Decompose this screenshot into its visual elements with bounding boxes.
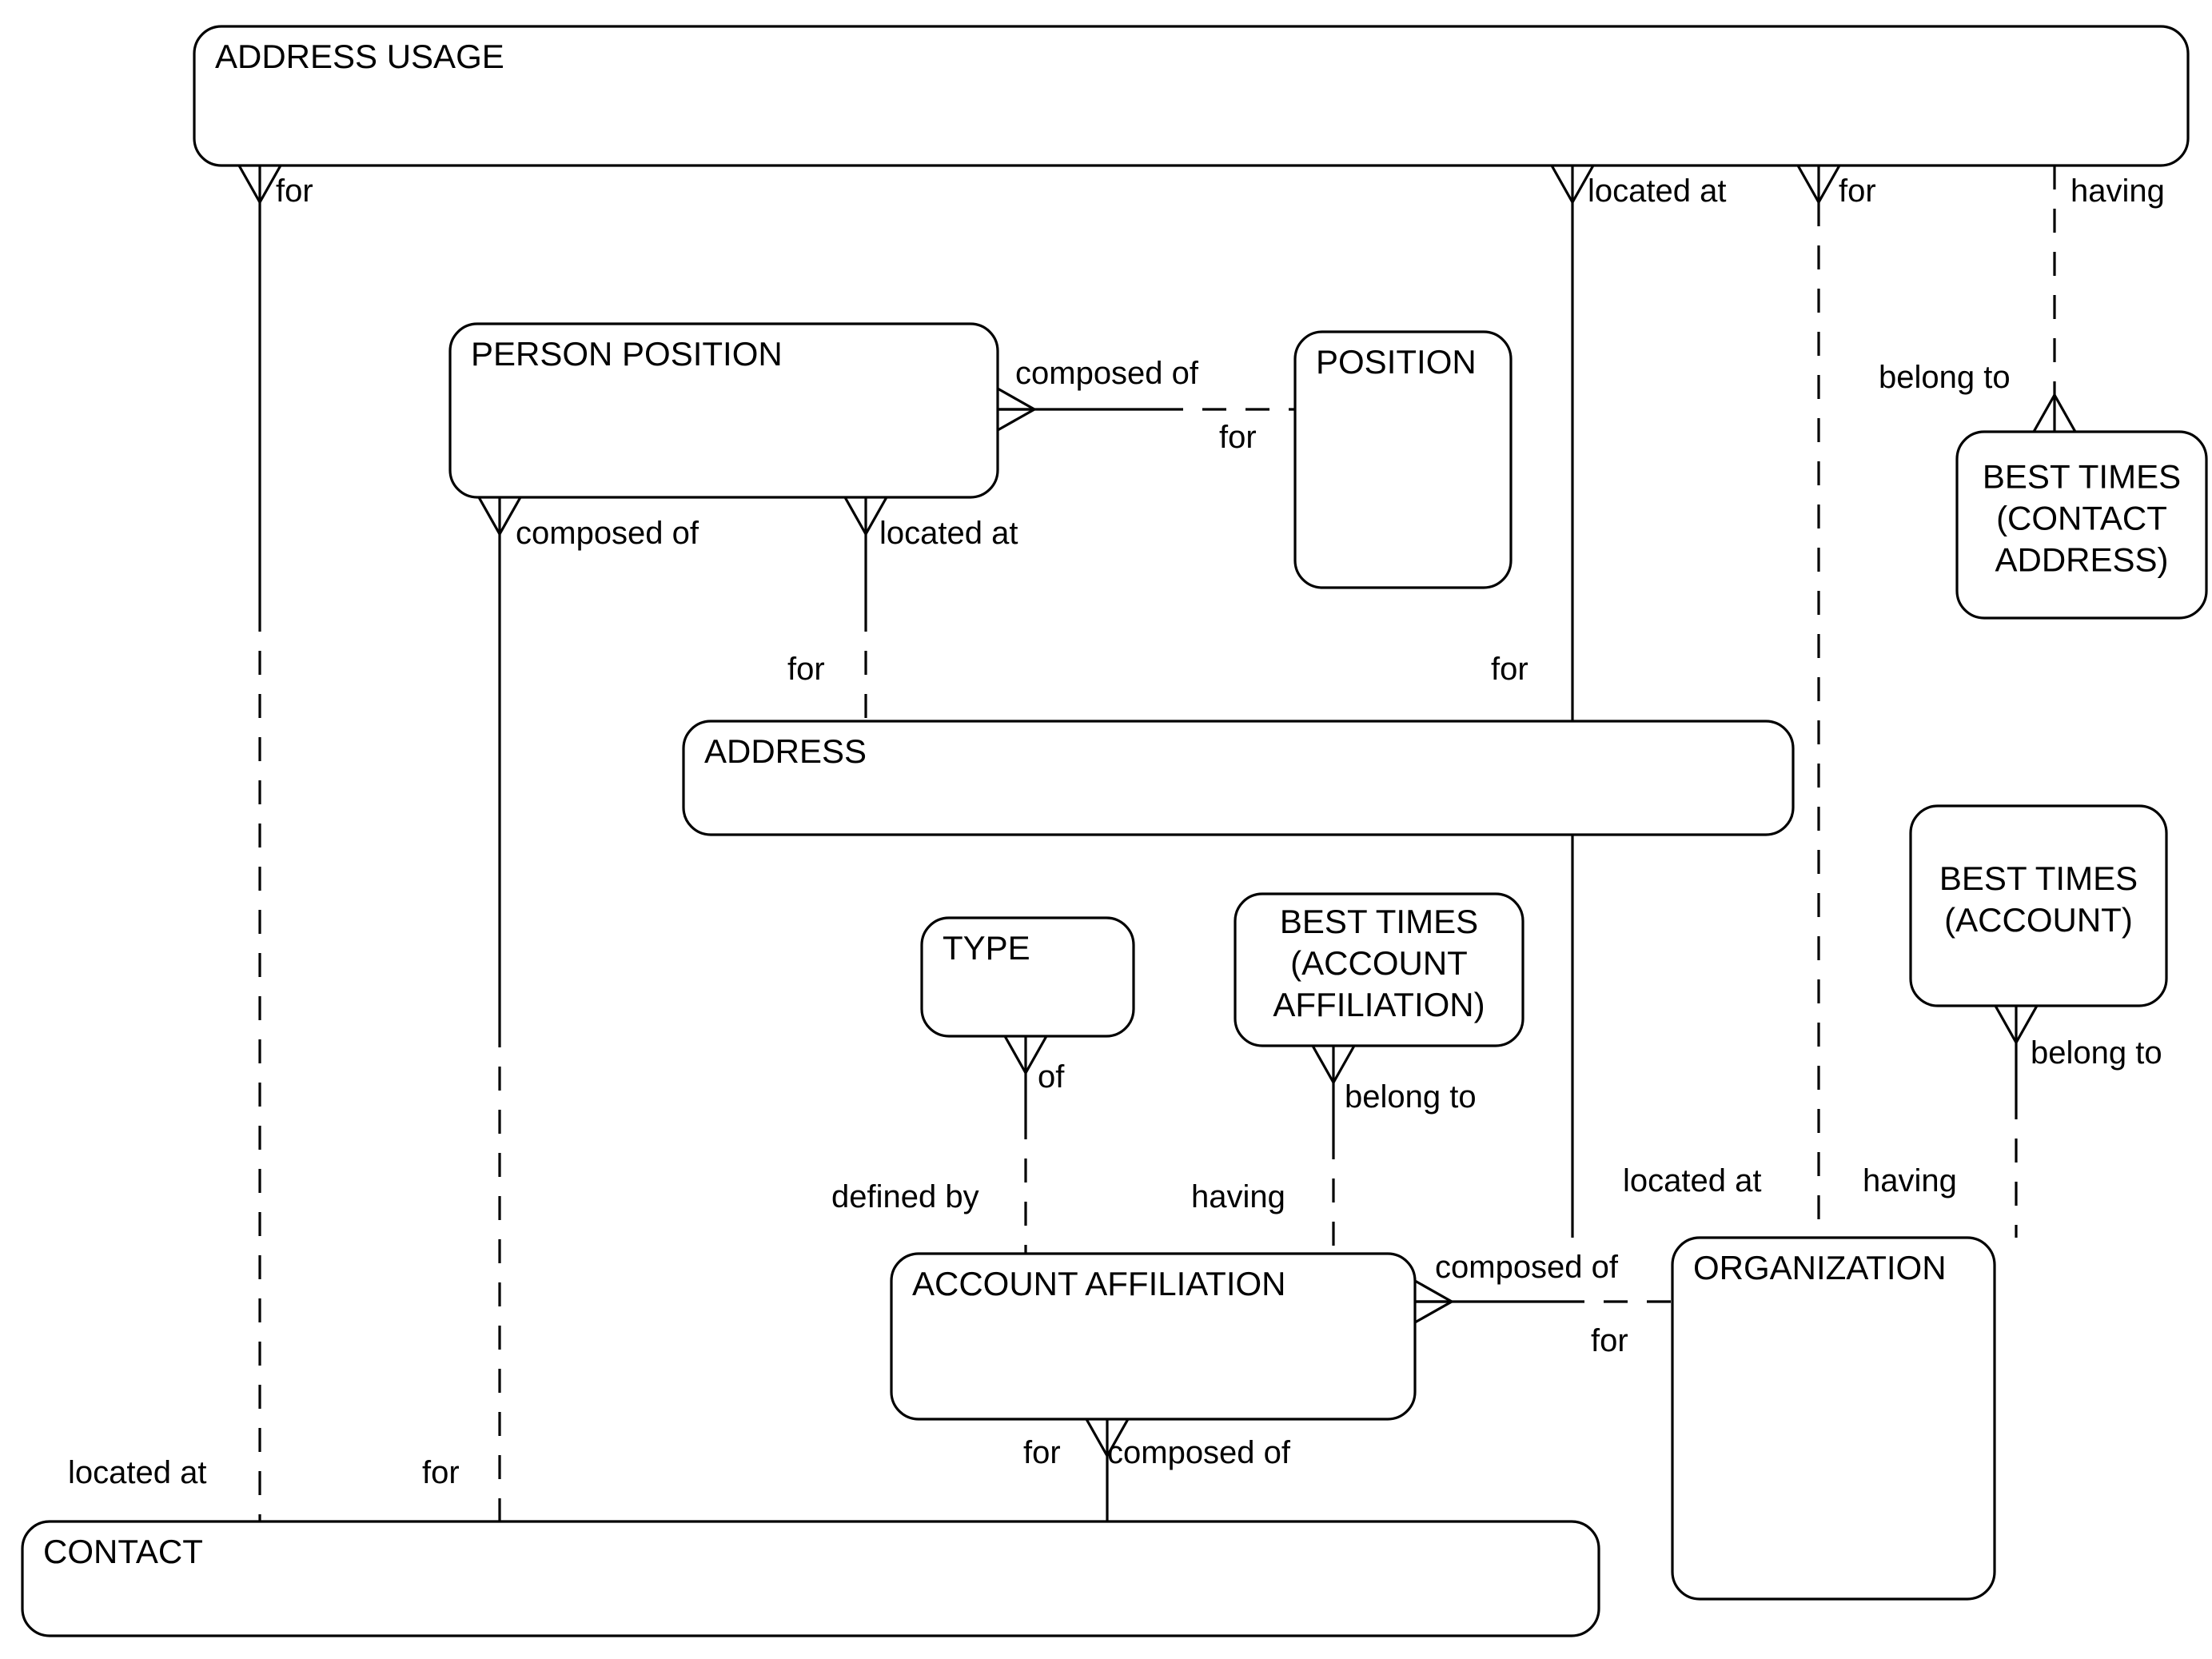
entity-label-person_position: PERSON POSITION <box>471 335 783 373</box>
edge-label-lbl_of_1: of <box>1038 1059 1065 1095</box>
relationship-lines-layer <box>237 165 2077 1521</box>
entity-type[interactable]: TYPE <box>920 916 1135 1038</box>
entity-label-address_usage: ADDRESS USAGE <box>215 38 504 75</box>
entity-position[interactable]: POSITION <box>1293 330 1513 589</box>
entity-box-address[interactable] <box>682 720 1795 836</box>
edge-label-lbl_for_2: for <box>1839 173 1876 209</box>
entity-boxes-layer: ADDRESS USAGE PERSON POSITION POSITION BEST… <box>21 25 2208 1637</box>
entity-contact[interactable]: CONTACT <box>21 1520 1600 1637</box>
edge-label-lbl_located_4: located at <box>68 1455 206 1490</box>
entity-label-best_times_acct: (ACCOUNT) <box>1944 901 2133 939</box>
entity-address_usage[interactable]: ADDRESS USAGE <box>193 25 2190 167</box>
entity-account_affil[interactable]: ACCOUNT AFFILIATION <box>890 1252 1417 1421</box>
entity-label-contact: CONTACT <box>43 1533 203 1570</box>
edge-label-lbl_having_2: having <box>1191 1179 1285 1214</box>
entity-best_times_aa[interactable]: BEST TIMES (ACCOUNT AFFILIATION) <box>1234 892 1524 1047</box>
edge-labels-layer: for located at for having composed of belong … <box>68 173 2165 1490</box>
edge-label-lbl_belongto_2: belong to <box>1345 1079 1477 1115</box>
entity-label-best_times_aa: (ACCOUNT <box>1290 944 1468 982</box>
edge-label-lbl_having_1: having <box>2071 173 2165 209</box>
edge-label-lbl_composed_2: composed of <box>516 516 699 551</box>
entity-box-best_times_ca[interactable] <box>1955 430 2208 620</box>
entity-box-person_position[interactable] <box>448 322 999 499</box>
edge-label-lbl_composed_3: composed of <box>1435 1250 1619 1285</box>
entity-label-address: ADDRESS <box>704 732 867 770</box>
edge-label-lbl_located_3: located at <box>1623 1163 1761 1198</box>
entity-best_times_ca[interactable]: BEST TIMES (CONTACT ADDRESS) <box>1955 430 2208 620</box>
edge-label-lbl_having_3: having <box>1863 1163 1957 1198</box>
entity-box-account_affil[interactable] <box>890 1252 1417 1421</box>
entity-box-best_times_aa[interactable] <box>1234 892 1524 1047</box>
entity-label-account_affil: ACCOUNT AFFILIATION <box>912 1265 1286 1302</box>
edge-label-lbl_for_6: for <box>1591 1323 1628 1358</box>
entity-person_position[interactable]: PERSON POSITION <box>448 322 999 499</box>
edge-label-lbl_composed_4: composed of <box>1107 1435 1291 1470</box>
entity-label-position: POSITION <box>1316 343 1477 381</box>
edge-label-lbl_for_7: for <box>1023 1435 1061 1470</box>
entity-box-type[interactable] <box>920 916 1135 1038</box>
edge-label-lbl_for_3: for <box>1219 420 1257 455</box>
entity-best_times_acct[interactable]: BEST TIMES (ACCOUNT) <box>1909 804 2168 1007</box>
entity-label-organization: ORGANIZATION <box>1693 1249 1947 1286</box>
entity-label-best_times_ca: BEST TIMES <box>1983 458 2181 496</box>
entity-box-contact[interactable] <box>21 1520 1600 1637</box>
entity-label-best_times_ca: (CONTACT <box>1996 500 2167 537</box>
entity-label-best_times_acct: BEST TIMES <box>1939 859 2138 897</box>
edge-label-lbl_for_1: for <box>276 173 313 209</box>
entity-label-best_times_aa: AFFILIATION) <box>1273 986 1485 1023</box>
edge-label-lbl_located_2: located at <box>879 516 1018 551</box>
edge-label-lbl_for_8: for <box>422 1455 460 1490</box>
entity-address[interactable]: ADDRESS <box>682 720 1795 836</box>
edge-label-lbl_composed_1: composed of <box>1015 356 1199 391</box>
edge-label-lbl_definedby_1: defined by <box>831 1179 979 1214</box>
edge-label-lbl_belongto_3: belong to <box>2031 1035 2162 1071</box>
entity-box-organization[interactable] <box>1671 1236 1996 1601</box>
entity-label-best_times_ca: ADDRESS) <box>1995 541 2168 579</box>
entity-label-best_times_aa: BEST TIMES <box>1280 903 1478 940</box>
entity-label-type: TYPE <box>943 929 1030 967</box>
edge-label-lbl_for_4: for <box>787 652 825 687</box>
entity-organization[interactable]: ORGANIZATION <box>1671 1236 1996 1601</box>
edge-label-lbl_located_1: located at <box>1588 173 1726 209</box>
edge-label-lbl_belongto_1: belong to <box>1879 360 2011 395</box>
edge-label-lbl_for_5: for <box>1491 652 1528 687</box>
entity-box-address_usage[interactable] <box>193 25 2190 167</box>
entity-box-position[interactable] <box>1293 330 1513 589</box>
entity-box-best_times_acct[interactable] <box>1909 804 2168 1007</box>
